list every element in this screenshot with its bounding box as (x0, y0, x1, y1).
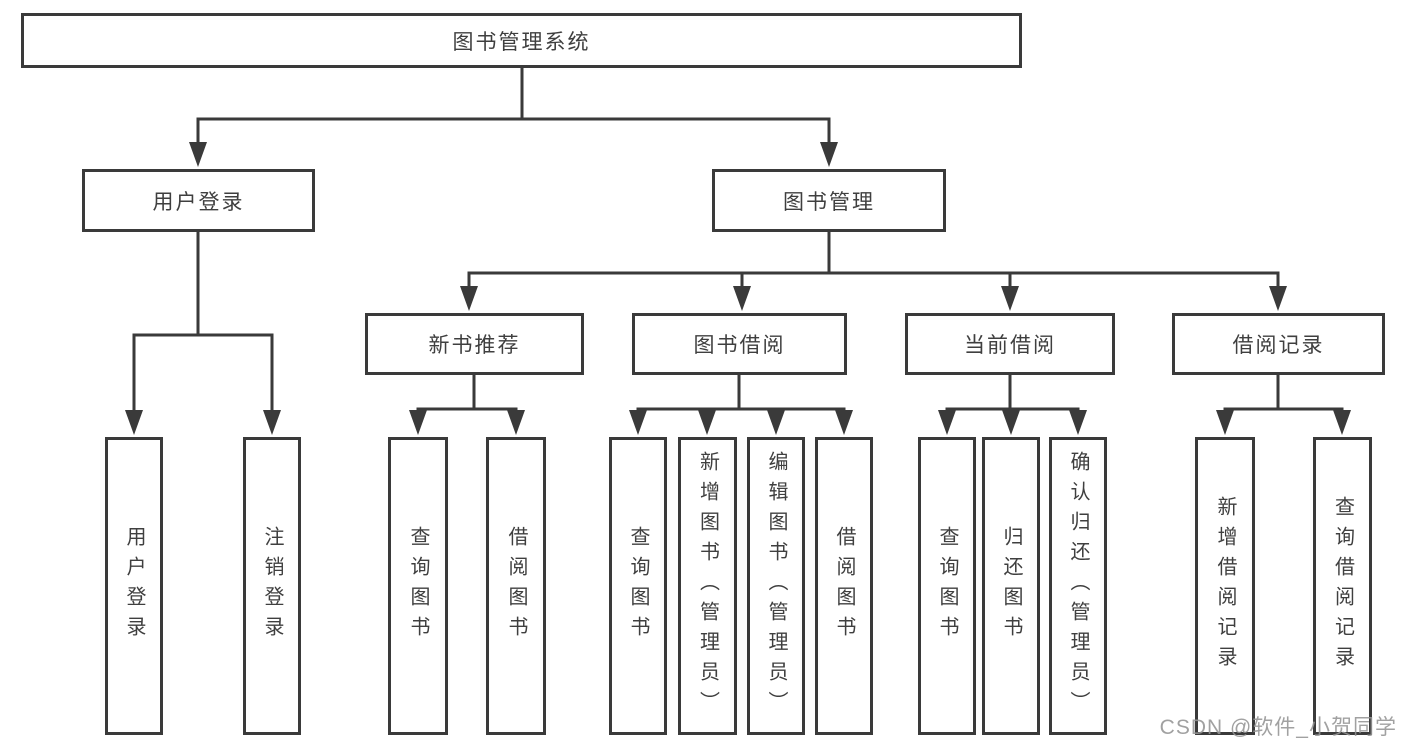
node-label: 查询借阅记录 (1331, 496, 1354, 676)
node-label: 归还图书 (1000, 526, 1022, 646)
leaf-edit-books-admin: 编辑图书（管理员） (747, 437, 805, 735)
leaf-borrow-books: 借阅图书 (815, 437, 873, 735)
leaf-confirm-return-admin: 确认归还（管理员） (1049, 437, 1107, 735)
leaf-query-borrow-record: 查询借阅记录 (1313, 437, 1372, 735)
node-label: 新书推荐 (428, 334, 521, 357)
node-book-management: 图书管理 (712, 169, 946, 232)
arrow-down-icon (507, 410, 525, 435)
leaf-query-books-current: 查询图书 (918, 437, 976, 735)
connector-book-borrow (636, 373, 846, 411)
node-label: 查询图书 (936, 526, 958, 646)
node-label: 图书借阅 (693, 334, 786, 357)
node-label: 用户登录 (152, 190, 245, 214)
arrow-down-icon (409, 410, 427, 435)
connector-book-management (467, 230, 1280, 291)
node-label: 新增图书（管理员） (696, 451, 719, 721)
node-label: 借阅记录 (1232, 334, 1325, 357)
arrow-down-icon (1002, 410, 1020, 435)
leaf-logout: 注销登录 (243, 437, 301, 735)
node-label: 查询图书 (407, 526, 429, 646)
leaf-return-books: 归还图书 (982, 437, 1040, 735)
node-borrow-records: 借阅记录 (1172, 313, 1385, 375)
node-root: 图书管理系统 (21, 13, 1022, 68)
connector-new-book-recommend (416, 373, 518, 411)
arrow-down-icon (1216, 410, 1234, 435)
node-label: 查询图书 (627, 526, 649, 646)
leaf-add-borrow-record: 新增借阅记录 (1195, 437, 1255, 735)
connector-user-login (132, 230, 274, 414)
node-label: 编辑图书（管理员） (765, 451, 787, 721)
node-label: 确认归还（管理员） (1067, 451, 1089, 721)
node-label: 新增借阅记录 (1214, 496, 1236, 676)
node-book-borrow: 图书借阅 (632, 313, 847, 375)
arrowheads (125, 142, 1351, 435)
node-label: 图书管理 (783, 190, 875, 214)
leaf-add-books-admin: 新增图书（管理员） (678, 437, 737, 735)
node-user-login: 用户登录 (82, 169, 315, 232)
arrow-down-icon (1069, 410, 1087, 435)
arrow-down-icon (460, 286, 478, 311)
arrow-down-icon (767, 410, 785, 435)
node-new-book-recommend: 新书推荐 (365, 313, 584, 375)
arrow-down-icon (698, 410, 716, 435)
node-label: 借阅图书 (505, 526, 527, 646)
node-current-borrow: 当前借阅 (905, 313, 1115, 375)
arrow-down-icon (1333, 410, 1351, 435)
arrow-down-icon (1269, 286, 1287, 311)
node-label: 借阅图书 (833, 526, 855, 646)
arrow-down-icon (733, 286, 751, 311)
node-root-label: 图书管理系统 (452, 30, 591, 54)
leaf-query-books-borrow: 查询图书 (609, 437, 667, 735)
arrow-down-icon (820, 142, 838, 167)
node-label: 当前借阅 (964, 334, 1056, 357)
arrow-down-icon (189, 142, 207, 167)
node-label: 用户登录 (123, 526, 145, 646)
arrow-down-icon (1001, 286, 1019, 311)
leaf-query-books-recommend: 查询图书 (388, 437, 448, 735)
leaf-borrow-books-recommend: 借阅图书 (486, 437, 546, 735)
connector-current-borrow (945, 373, 1080, 411)
connector-borrow-records (1223, 373, 1344, 411)
arrow-down-icon (125, 410, 143, 435)
csdn-watermark: CSDN @软件_小贺同学 (1159, 716, 1397, 739)
arrow-down-icon (629, 410, 647, 435)
arrow-down-icon (835, 410, 853, 435)
connector-root (196, 64, 831, 147)
leaf-user-login: 用户登录 (105, 437, 163, 735)
node-label: 注销登录 (261, 526, 283, 646)
arrow-down-icon (263, 410, 281, 435)
arrow-down-icon (938, 410, 956, 435)
